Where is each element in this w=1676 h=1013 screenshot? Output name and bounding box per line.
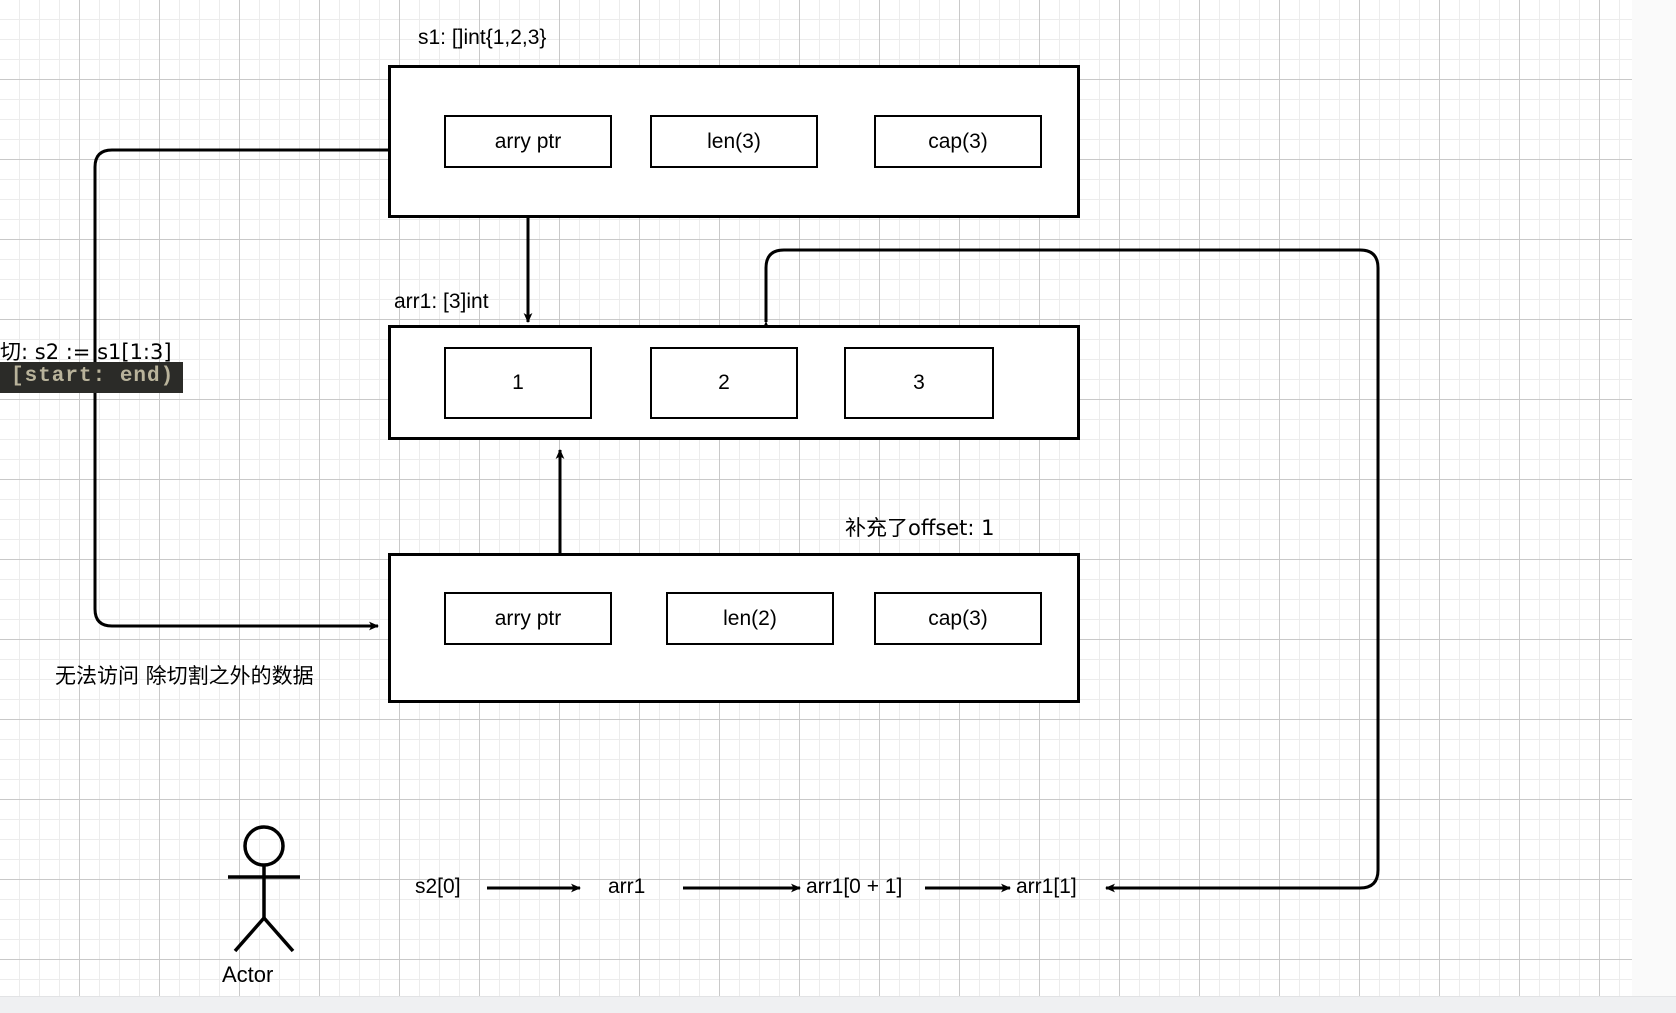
flow-step-3: arr1[1] (1016, 875, 1077, 898)
offset-note: 补充了offset: 1 (845, 516, 995, 540)
s1-field-len[interactable]: len(3) (650, 115, 818, 168)
s1-field-arry-ptr[interactable]: arry ptr (444, 115, 612, 168)
arr1-title: arr1: [3]int (394, 290, 489, 313)
arr1-cell-2[interactable]: 3 (844, 347, 994, 419)
window-bottom-bar (0, 996, 1676, 1013)
s2-field-arry-ptr[interactable]: arry ptr (444, 592, 612, 645)
canvas-right-margin (1632, 0, 1676, 996)
flow-step-2: arr1[0 + 1] (806, 875, 903, 898)
s1-title: s1: []int{1,2,3} (418, 26, 547, 49)
actor-label: Actor (222, 962, 274, 987)
s1-field-cap[interactable]: cap(3) (874, 115, 1042, 168)
no-access-note: 无法访问 除切割之外的数据 (55, 664, 314, 688)
arr1-cell-0[interactable]: 1 (444, 347, 592, 419)
flow-step-1: arr1 (608, 875, 646, 898)
arr1-cell-1[interactable]: 2 (650, 347, 798, 419)
flow-step-0: s2[0] (415, 875, 461, 898)
s2-field-cap[interactable]: cap(3) (874, 592, 1042, 645)
s2-field-len[interactable]: len(2) (666, 592, 834, 645)
slice-range-chip: [start: end) (0, 362, 184, 393)
slice-expression-label: 切: s2 := s1[1:3] (0, 340, 172, 364)
